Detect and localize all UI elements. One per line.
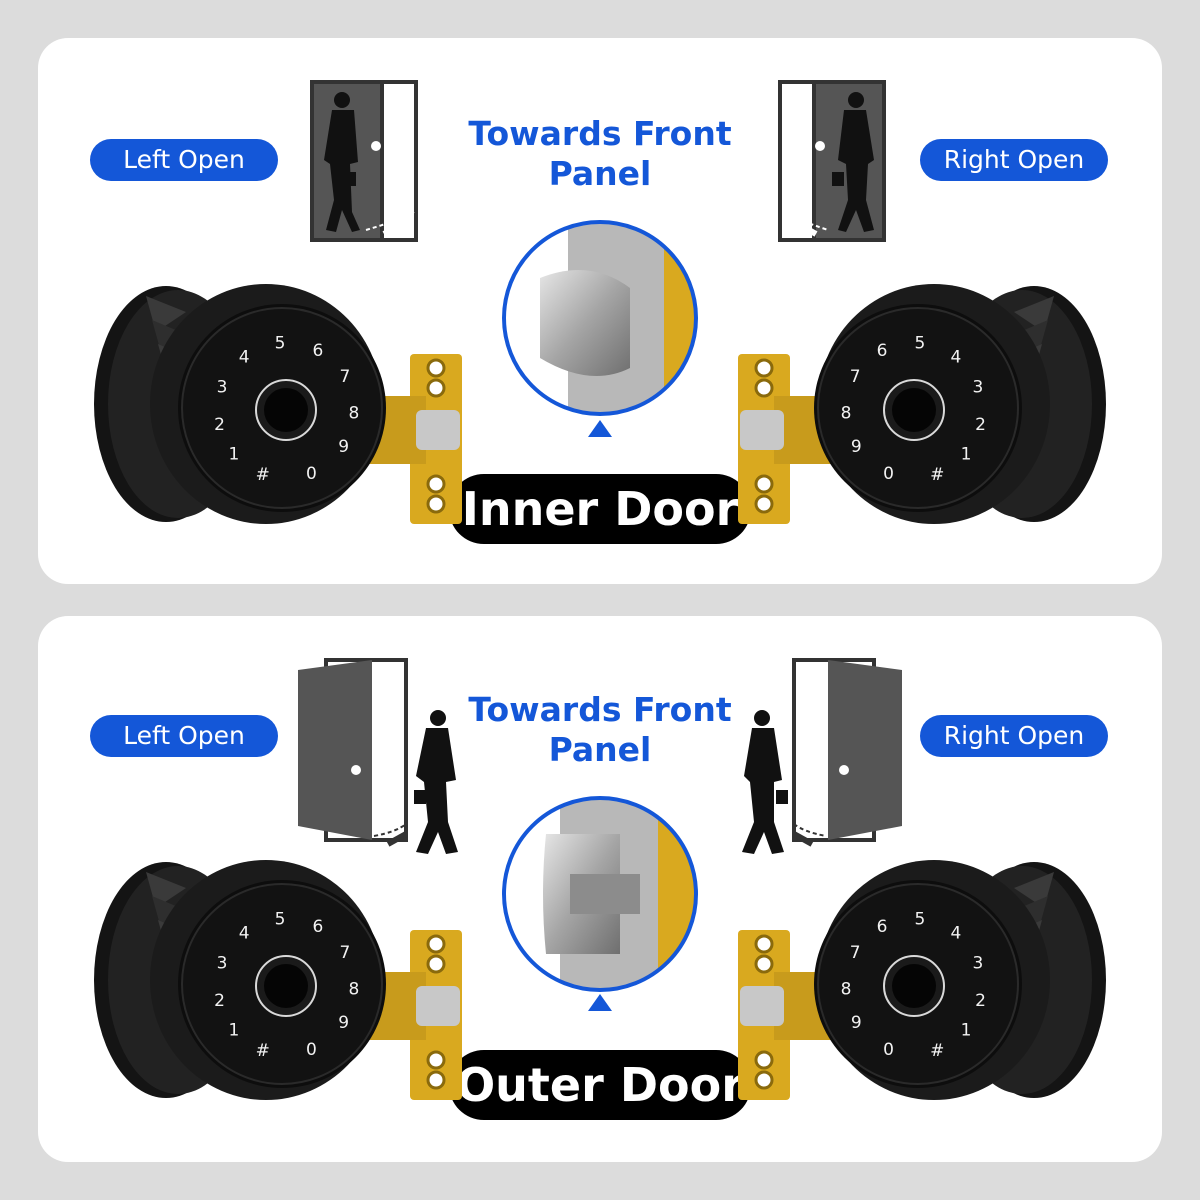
keypad-digit: 0 (883, 1040, 894, 1060)
latch-detail-circle (502, 796, 698, 992)
right-open-door-icon (742, 658, 902, 854)
keypad-digit: # (256, 465, 270, 485)
keypad-digit: 3 (217, 378, 228, 398)
keypad-digit: 5 (275, 909, 286, 929)
keypad-digit: 1 (228, 1021, 239, 1041)
keypad-digit: # (930, 465, 944, 485)
keypad-digit: 3 (972, 378, 983, 398)
keypad-digit: 2 (975, 991, 986, 1011)
outer-door-label: Outer Door (449, 1050, 751, 1120)
keypad-digit: 8 (841, 403, 852, 423)
keypad-digit: 4 (950, 347, 961, 367)
right-open-label: Right Open (920, 715, 1108, 757)
keypad-digit: 4 (950, 923, 961, 943)
keypad-digit: 2 (214, 415, 225, 435)
keypad-digit: 7 (850, 367, 861, 387)
person-silhouette-icon (414, 710, 458, 854)
keypad-digit: 9 (851, 1013, 862, 1033)
keypad-digit: 5 (275, 333, 286, 353)
keypad-digit: 4 (239, 923, 250, 943)
keypad-digit: 1 (228, 445, 239, 465)
keypad-digit: 9 (851, 437, 862, 457)
person-silhouette-icon (742, 710, 788, 854)
right-open-label: Right Open (920, 139, 1108, 181)
up-arrow-icon (588, 420, 612, 437)
keypad-digit: 6 (877, 917, 888, 937)
keypad-digit: 3 (972, 954, 983, 974)
outer-door-panel: Left Open Right Open Towards Front Panel (38, 616, 1162, 1162)
keypad-digit: 2 (214, 991, 225, 1011)
towards-front-panel-heading: Towards Front Panel (468, 114, 732, 193)
left-smart-lock: 12 34 5 67 89 0 # (94, 284, 462, 524)
keypad-digit: 6 (877, 341, 888, 361)
keypad-digit: 0 (306, 1040, 317, 1060)
keypad-digit: 2 (975, 415, 986, 435)
left-smart-lock: 12 34 5 67 89 0 # (94, 860, 462, 1100)
keypad-digit: 9 (338, 1013, 349, 1033)
keypad-digit: 3 (217, 954, 228, 974)
inner-door-panel: Left Open Right Open Towards Front Panel (38, 38, 1162, 584)
keypad-digit: 8 (841, 979, 852, 999)
right-smart-lock: 12 34 5 67 8 9 0 # (738, 284, 1106, 524)
keypad-digit: 5 (915, 333, 926, 353)
right-open-door-icon (778, 80, 886, 242)
latch-detail-circle (502, 220, 698, 416)
keypad-digit: 0 (306, 464, 317, 484)
keypad-digit: # (256, 1041, 270, 1061)
keypad-digit: 7 (850, 943, 861, 963)
keypad-digit: # (930, 1041, 944, 1061)
keypad-digit: 5 (915, 909, 926, 929)
keypad-digit: 0 (883, 464, 894, 484)
keypad-digit: 8 (349, 979, 360, 999)
up-arrow-icon (588, 994, 612, 1011)
keypad-digit: 6 (313, 341, 324, 361)
inner-door-label: Inner Door (449, 474, 751, 544)
person-silhouette-icon (832, 92, 874, 232)
keypad-digit: 7 (339, 943, 350, 963)
keypad-digit: 9 (338, 437, 349, 457)
keypad-digit: 8 (349, 403, 360, 423)
keypad-digit: 6 (313, 917, 324, 937)
keypad-digit: 7 (339, 367, 350, 387)
person-silhouette-icon (324, 92, 360, 232)
left-open-label: Left Open (90, 715, 278, 757)
left-open-door-icon (298, 658, 458, 854)
left-open-label: Left Open (90, 139, 278, 181)
keypad-digit: 4 (239, 347, 250, 367)
left-open-door-icon (310, 80, 418, 242)
right-smart-lock: 12 34 5 67 8 9 0 # (738, 860, 1106, 1100)
keypad-digit: 1 (961, 1021, 972, 1041)
towards-front-panel-heading: Towards Front Panel (468, 690, 732, 769)
keypad-digit: 1 (961, 445, 972, 465)
